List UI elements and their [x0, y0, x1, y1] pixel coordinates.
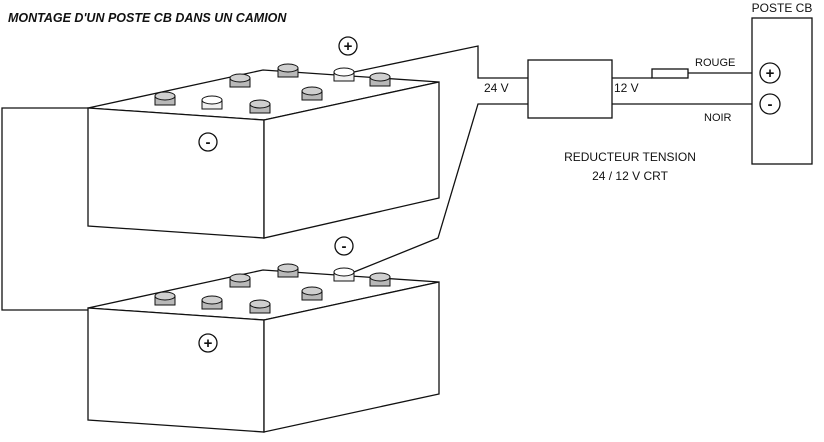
battery-bottom-side	[263, 281, 440, 433]
diagram-title: MONTAGE D'UN POSTE CB DANS UN CAMION	[8, 11, 287, 25]
voltage-reducer-box	[527, 59, 613, 119]
minus-symbol-icon	[759, 93, 781, 115]
battery-bottom: - +	[87, 236, 440, 433]
battery-top-minus-label: -	[206, 134, 211, 151]
fuse-icon	[651, 68, 689, 79]
battery-top-terminal	[277, 63, 299, 78]
battery-bottom-terminal	[249, 299, 271, 314]
battery-top-plus-label: +	[344, 38, 353, 55]
battery-bottom-negative-terminal	[333, 267, 355, 282]
cb-radio-label: POSTE CB	[752, 1, 813, 15]
positive-24v-wire	[353, 45, 528, 79]
battery-top: + -	[87, 36, 440, 239]
battery-top-positive-terminal	[333, 67, 355, 82]
battery-bottom-terminal	[201, 295, 223, 310]
plus-symbol-icon	[759, 62, 781, 84]
battery-bottom-terminal	[277, 263, 299, 278]
minus-symbol-icon	[198, 132, 218, 152]
red-wire-label: ROUGE	[695, 57, 735, 69]
battery-top-terminal	[249, 99, 271, 114]
battery-top-terminal	[154, 91, 176, 106]
plus-symbol-icon	[198, 333, 218, 353]
reducer-output-label: 12 V	[614, 81, 639, 95]
reducer-caption-line2: 24 / 12 V CRT	[592, 169, 668, 183]
battery-bottom-terminal	[154, 291, 176, 306]
cb-radio-plus: +	[766, 65, 775, 82]
cb-radio-minus: -	[768, 96, 773, 113]
battery-bottom-terminal	[369, 272, 391, 287]
battery-top-terminal	[229, 73, 251, 88]
black-wire-label: NOIR	[704, 112, 732, 124]
battery-bottom-front	[87, 307, 265, 433]
battery-top-terminal	[301, 86, 323, 101]
battery-top-terminal	[201, 95, 223, 110]
battery-bottom-plus-label: +	[204, 335, 213, 352]
series-link-wire	[1, 107, 88, 311]
negative-24v-wire	[353, 103, 528, 273]
plus-symbol-icon	[338, 36, 358, 56]
battery-bottom-minus-label: -	[342, 238, 347, 255]
reducer-caption-line1: REDUCTEUR TENSION	[564, 150, 696, 164]
battery-top-terminal	[369, 72, 391, 87]
battery-top-front	[87, 107, 265, 239]
battery-bottom-terminal	[229, 273, 251, 288]
cb-radio-box	[751, 17, 813, 165]
battery-bottom-terminal	[301, 286, 323, 301]
battery-top-side	[263, 81, 440, 239]
minus-symbol-icon	[334, 236, 354, 256]
reducer-input-label: 24 V	[484, 81, 509, 95]
